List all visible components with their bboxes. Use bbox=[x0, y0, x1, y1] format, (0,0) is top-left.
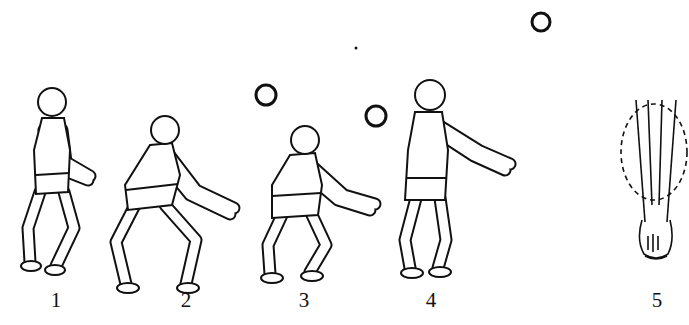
step-number: 4 bbox=[426, 290, 437, 311]
step-number: 5 bbox=[652, 290, 663, 311]
bodies bbox=[21, 80, 451, 293]
step-number: 2 bbox=[181, 290, 192, 311]
balls bbox=[256, 13, 550, 126]
step-number: 1 bbox=[51, 290, 62, 311]
step-number: 3 bbox=[299, 290, 310, 311]
dot bbox=[355, 47, 358, 50]
clasped-hands bbox=[621, 100, 687, 259]
